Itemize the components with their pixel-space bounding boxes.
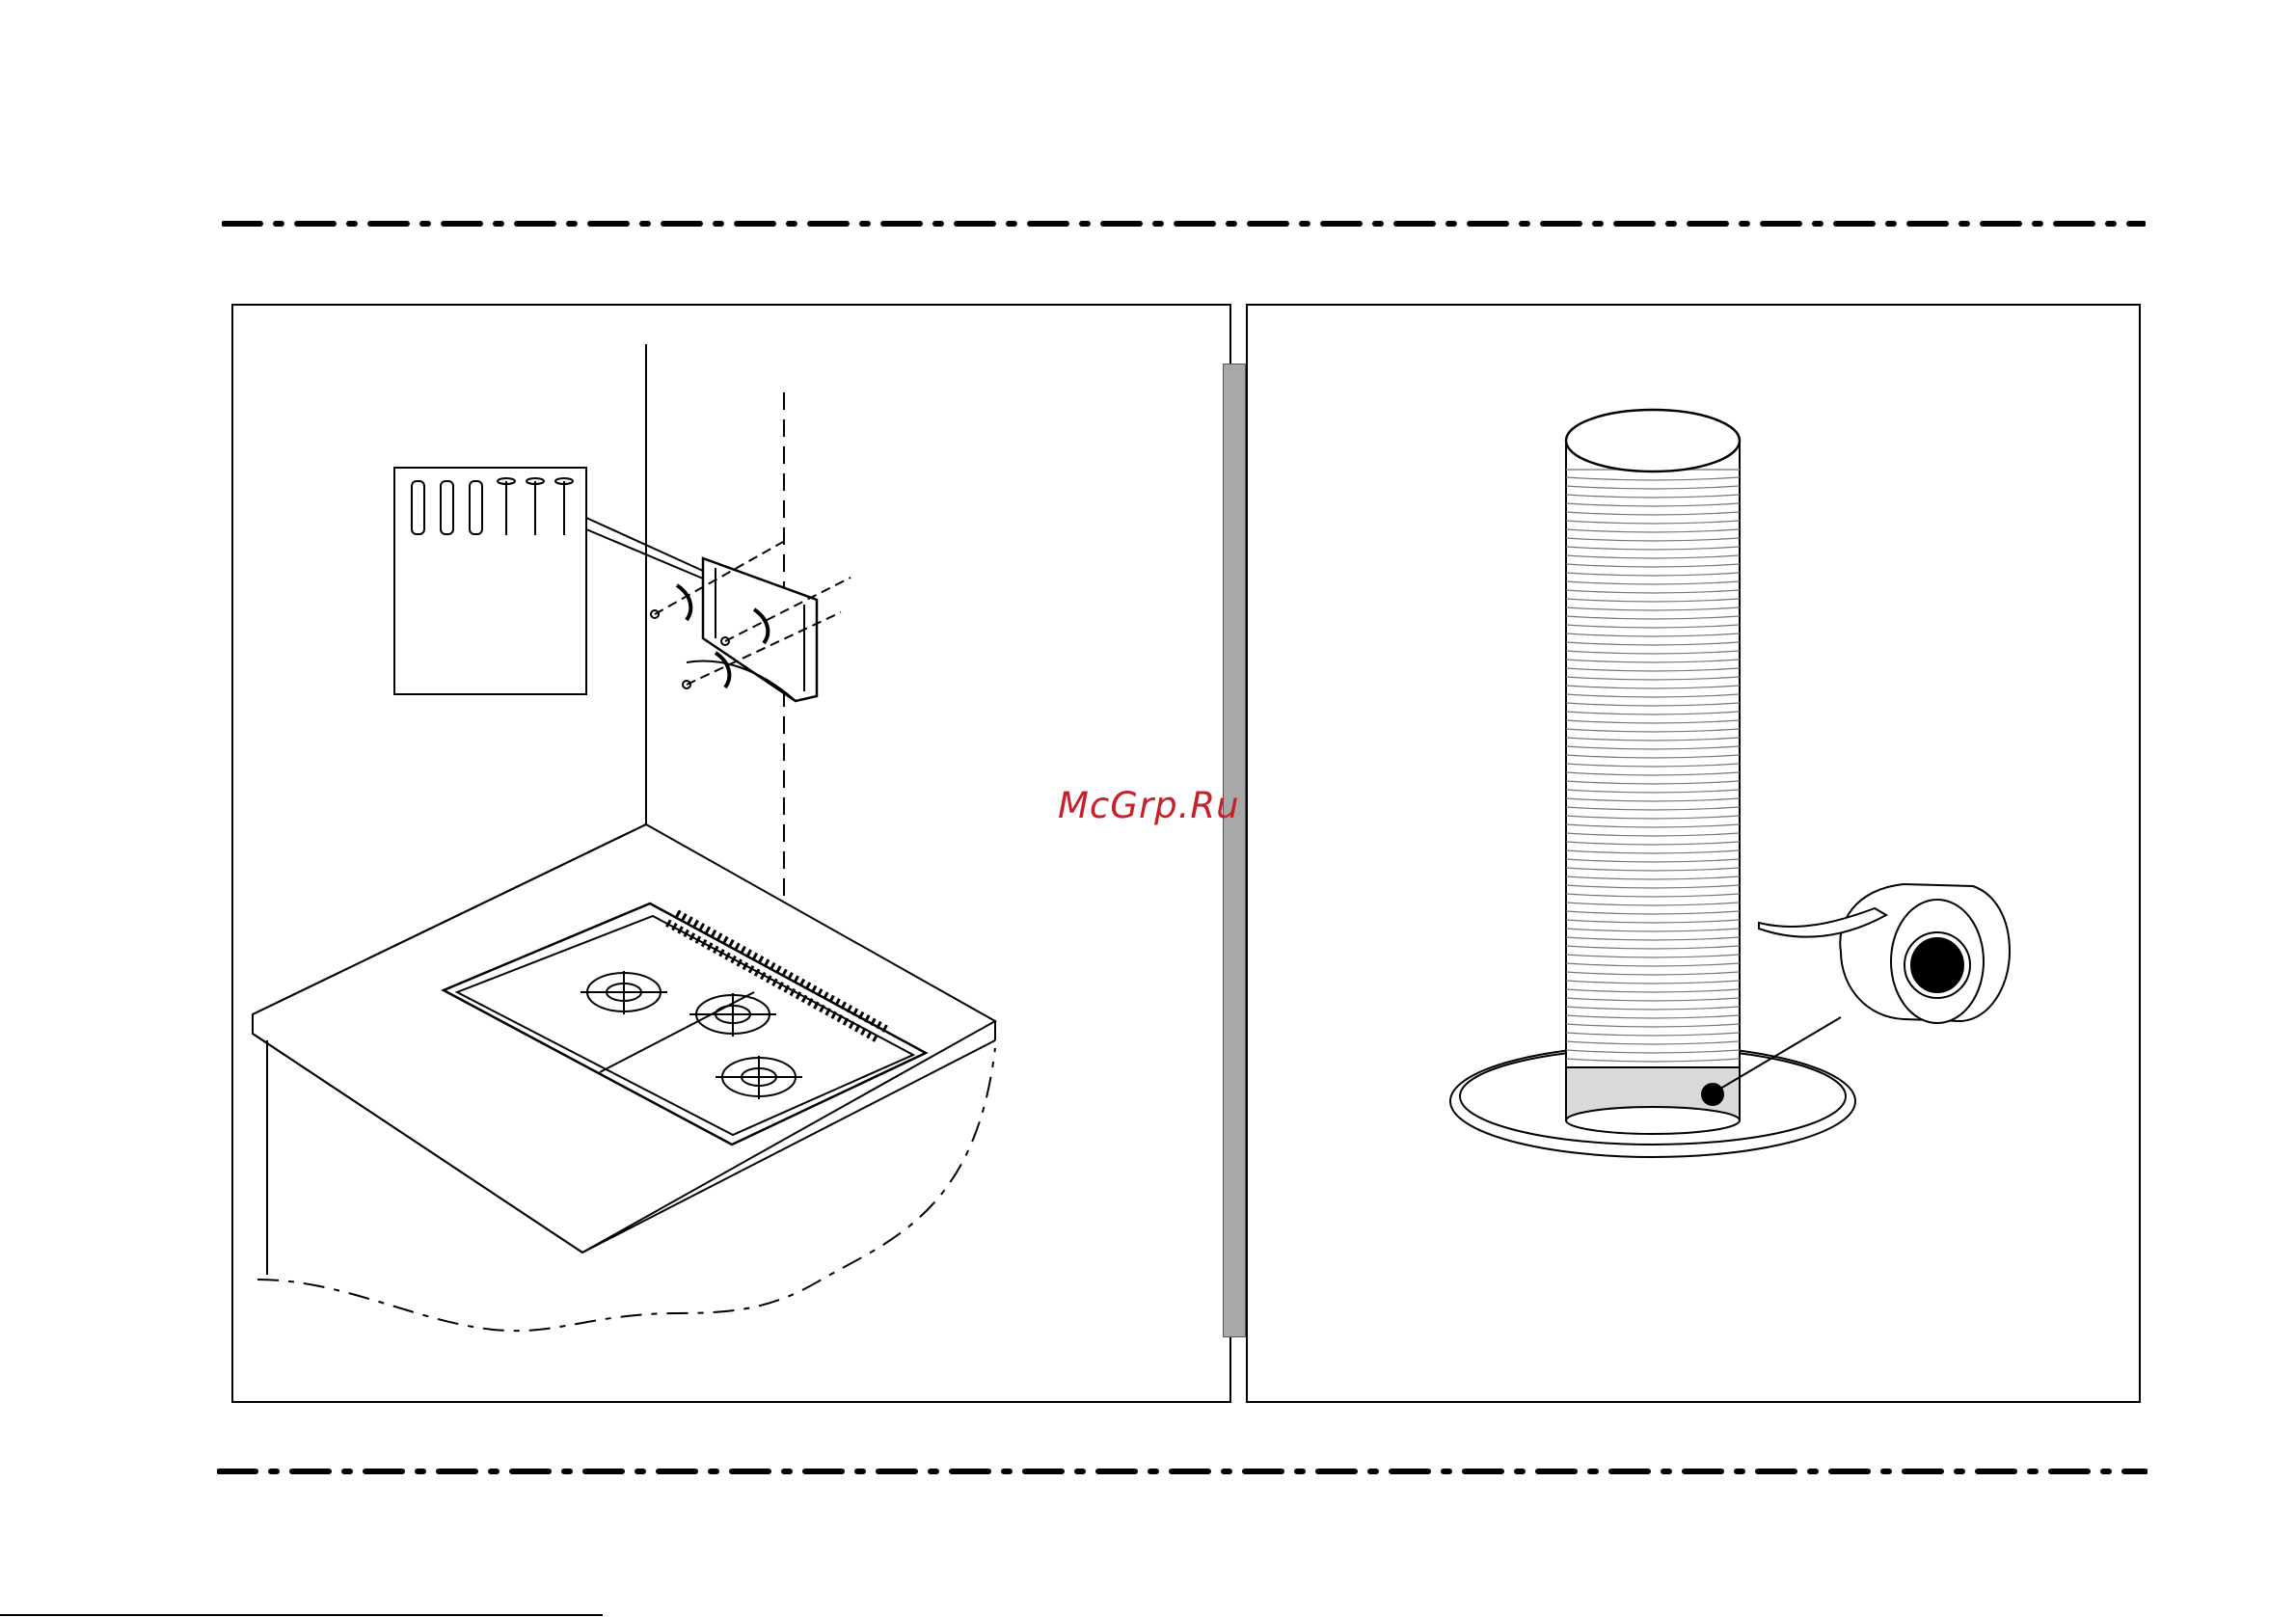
top-dashed-rule [222, 217, 2146, 230]
footer-rule [0, 1614, 603, 1616]
right-illustration-panel [1246, 304, 2141, 1403]
panel-divider-bar [1223, 364, 1246, 1337]
wall-bracket-illustration [233, 306, 1233, 1405]
duct-and-tape-illustration [1248, 306, 2143, 1405]
bottom-dashed-rule [217, 1465, 2147, 1478]
adhesive-tape-roll [1759, 884, 2010, 1023]
watermark-text: McGrp.Ru [1058, 785, 1240, 826]
left-illustration-panel [231, 304, 1231, 1403]
